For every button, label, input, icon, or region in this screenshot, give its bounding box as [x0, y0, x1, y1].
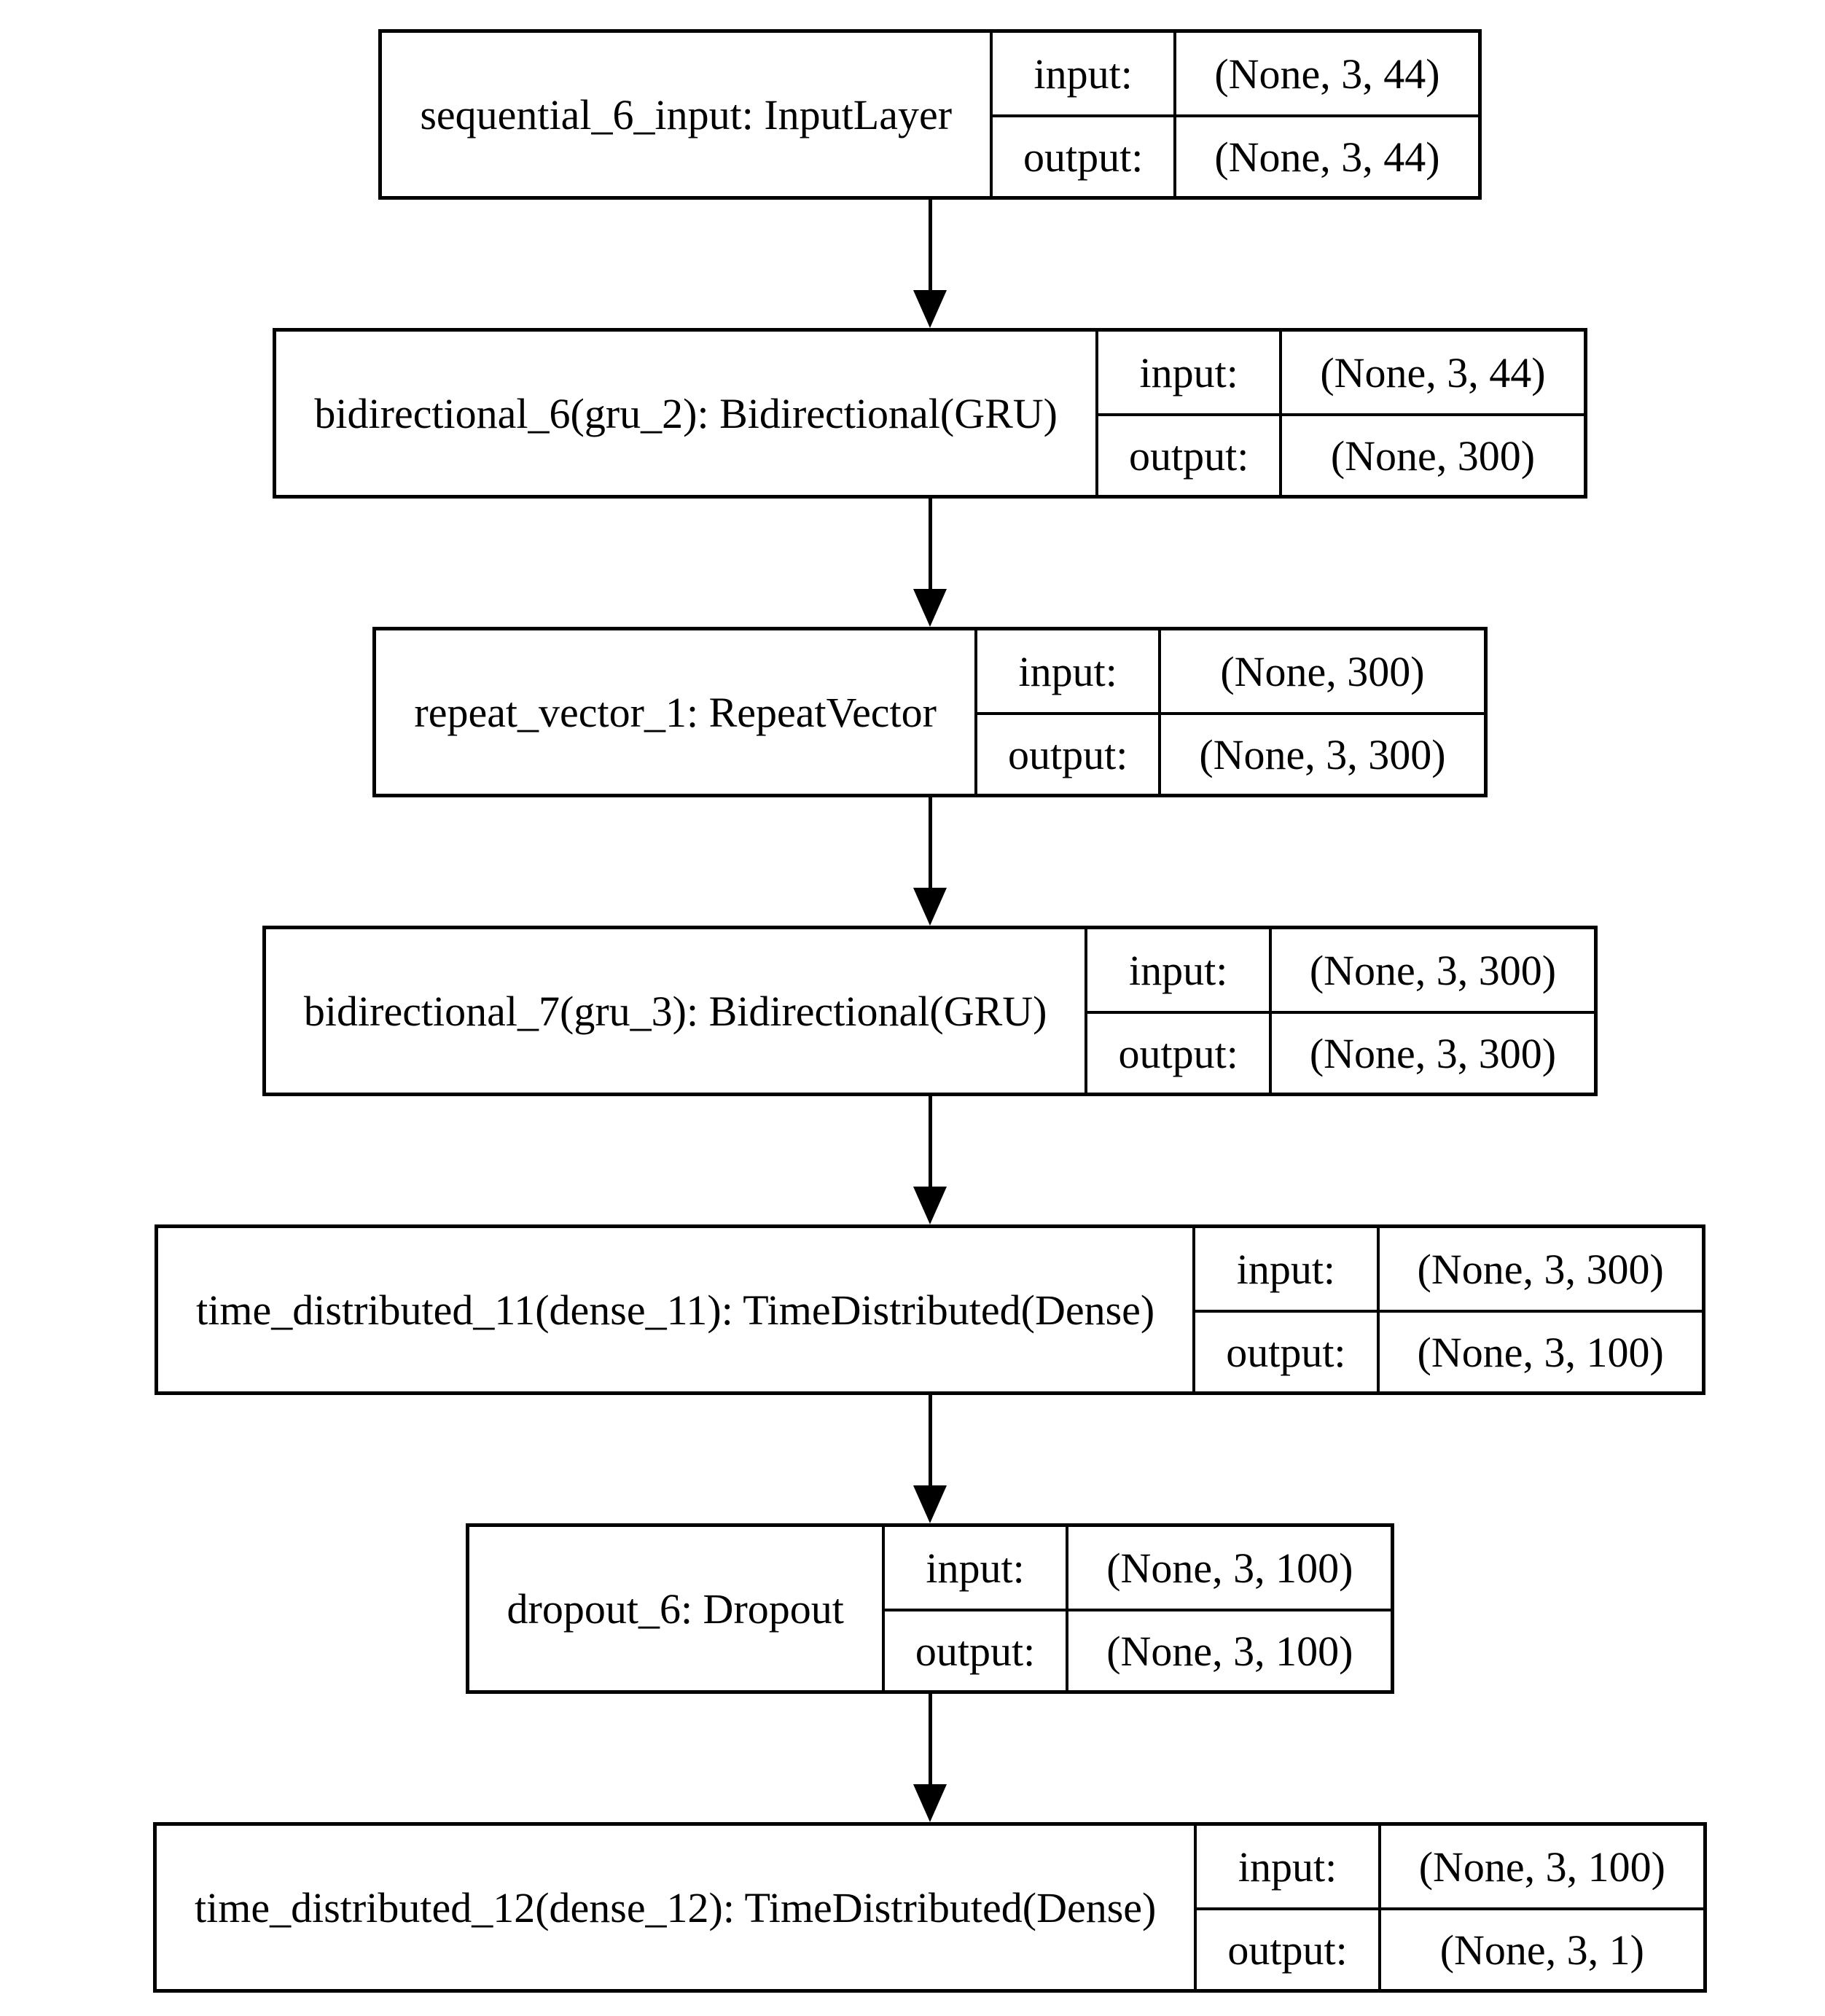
io-label-output: output: — [993, 114, 1174, 196]
layer-name: repeat_vector_1: RepeatVector — [414, 688, 937, 736]
input-shape: (None, 300) — [1220, 647, 1425, 695]
arrow-shaft — [928, 1694, 932, 1784]
shape-column: (None, 300) (None, 3, 300) — [1158, 630, 1484, 794]
edge-arrow — [913, 1694, 947, 1822]
input-shape: (None, 3, 300) — [1309, 946, 1557, 994]
io-label-input: input: — [1236, 1245, 1336, 1293]
edge-arrow — [913, 200, 947, 328]
output-shape: (None, 3, 100) — [1379, 1310, 1702, 1391]
io-label-column: input: output: — [990, 33, 1174, 196]
io-label-column: input: output: — [974, 630, 1159, 794]
arrow-shaft — [928, 1096, 932, 1187]
layer-node-time-distributed-12: time_distributed_12(dense_12): TimeDistr… — [153, 1822, 1707, 1993]
io-label-input: input: — [1139, 348, 1238, 396]
arrow-head-icon — [913, 589, 947, 627]
edge-arrow — [913, 1395, 947, 1523]
shape-column: (None, 3, 44) (None, 3, 44) — [1173, 33, 1478, 196]
arrow-shaft — [928, 200, 932, 290]
input-shape: (None, 3, 44) — [1214, 50, 1440, 98]
layer-name: bidirectional_7(gru_3): Bidirectional(GR… — [303, 987, 1047, 1035]
arrow-head-icon — [913, 1784, 947, 1822]
io-label-output: output: — [884, 1609, 1066, 1690]
arrow-head-icon — [913, 1485, 947, 1523]
output-shape: (None, 300) — [1282, 413, 1584, 495]
layer-name: time_distributed_11(dense_11): TimeDistr… — [196, 1286, 1155, 1334]
input-shape: (None, 3, 100) — [1106, 1544, 1353, 1592]
arrow-head-icon — [913, 290, 947, 328]
io-label-input: input: — [1128, 946, 1228, 994]
output-shape: (None, 3, 44) — [1176, 114, 1478, 196]
io-label-column: input: output: — [1192, 1228, 1377, 1391]
edge-arrow — [913, 499, 947, 627]
io-label-column: input: output: — [881, 1527, 1066, 1690]
output-shape: (None, 3, 300) — [1161, 712, 1484, 794]
arrow-shaft — [928, 797, 932, 888]
arrow-shaft — [928, 499, 932, 589]
layer-node-dropout-6: dropout_6: Dropout input: output: (None,… — [465, 1523, 1395, 1694]
layer-node-time-distributed-11: time_distributed_11(dense_11): TimeDistr… — [155, 1224, 1705, 1395]
io-label-column: input: output: — [1085, 929, 1269, 1093]
arrow-head-icon — [913, 888, 947, 926]
io-label-output: output: — [1087, 1011, 1269, 1093]
input-shape: (None, 3, 44) — [1320, 348, 1546, 396]
output-shape: (None, 3, 1) — [1380, 1907, 1703, 1989]
shape-column: (None, 3, 300) (None, 3, 300) — [1268, 929, 1595, 1093]
io-label-column: input: output: — [1095, 332, 1280, 495]
layer-name: dropout_6: Dropout — [507, 1585, 844, 1633]
edge-arrow — [913, 797, 947, 926]
layer-name: bidirectional_6(gru_2): Bidirectional(GR… — [314, 389, 1058, 437]
io-label-input: input: — [926, 1544, 1025, 1592]
output-shape: (None, 3, 100) — [1068, 1609, 1391, 1690]
io-label-column: input: output: — [1194, 1826, 1378, 1989]
shape-column: (None, 3, 100) (None, 3, 1) — [1377, 1826, 1703, 1989]
input-shape: (None, 3, 100) — [1418, 1843, 1665, 1891]
io-label-input: input: — [1238, 1843, 1337, 1891]
model-architecture-diagram: sequential_6_input: InputLayer input: ou… — [17, 0, 1825, 1993]
layer-name: sequential_6_input: InputLayer — [420, 90, 953, 138]
layer-node-bidirectional-7: bidirectional_7(gru_3): Bidirectional(GR… — [262, 926, 1598, 1096]
input-shape: (None, 3, 300) — [1417, 1245, 1664, 1293]
io-label-output: output: — [1195, 1310, 1377, 1391]
io-label-input: input: — [1018, 647, 1117, 695]
io-label-output: output: — [1098, 413, 1280, 495]
io-label-input: input: — [1033, 50, 1133, 98]
arrow-head-icon — [913, 1187, 947, 1224]
io-label-output: output: — [1197, 1907, 1378, 1989]
layer-node-sequential-6-input: sequential_6_input: InputLayer input: ou… — [378, 29, 1482, 200]
arrow-shaft — [928, 1395, 932, 1485]
layer-node-repeat-vector-1: repeat_vector_1: RepeatVector input: out… — [372, 627, 1488, 797]
io-label-output: output: — [977, 712, 1159, 794]
edge-arrow — [913, 1096, 947, 1224]
shape-column: (None, 3, 300) (None, 3, 100) — [1376, 1228, 1702, 1391]
layer-name: time_distributed_12(dense_12): TimeDistr… — [195, 1883, 1157, 1931]
output-shape: (None, 3, 300) — [1271, 1011, 1595, 1093]
shape-column: (None, 3, 44) (None, 300) — [1279, 332, 1584, 495]
layer-node-bidirectional-6: bidirectional_6(gru_2): Bidirectional(GR… — [273, 328, 1587, 499]
shape-column: (None, 3, 100) (None, 3, 100) — [1066, 1527, 1391, 1690]
